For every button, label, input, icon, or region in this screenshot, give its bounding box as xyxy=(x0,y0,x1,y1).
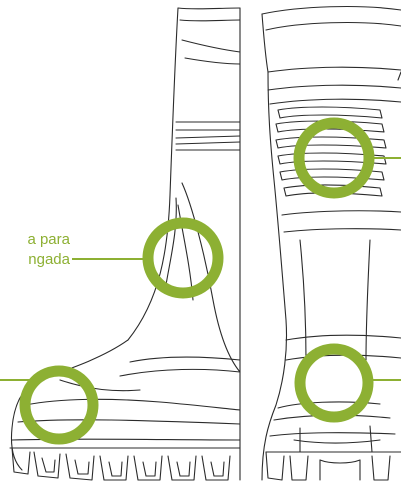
callout-label-line-2: ngada xyxy=(28,251,70,268)
callout-label-line-1: a para xyxy=(27,231,70,248)
highlight-ring-icon xyxy=(294,343,374,423)
callout-label: a para ngada xyxy=(0,230,70,270)
callout-leaders xyxy=(0,157,401,381)
highlight-ring-icon xyxy=(19,365,99,445)
highlight-rings xyxy=(19,117,375,445)
highlight-ring-icon xyxy=(293,117,375,199)
boot-side-view-illustration xyxy=(9,7,241,481)
highlight-ring-icon xyxy=(142,217,224,299)
boot-front-view-illustration xyxy=(261,5,401,481)
